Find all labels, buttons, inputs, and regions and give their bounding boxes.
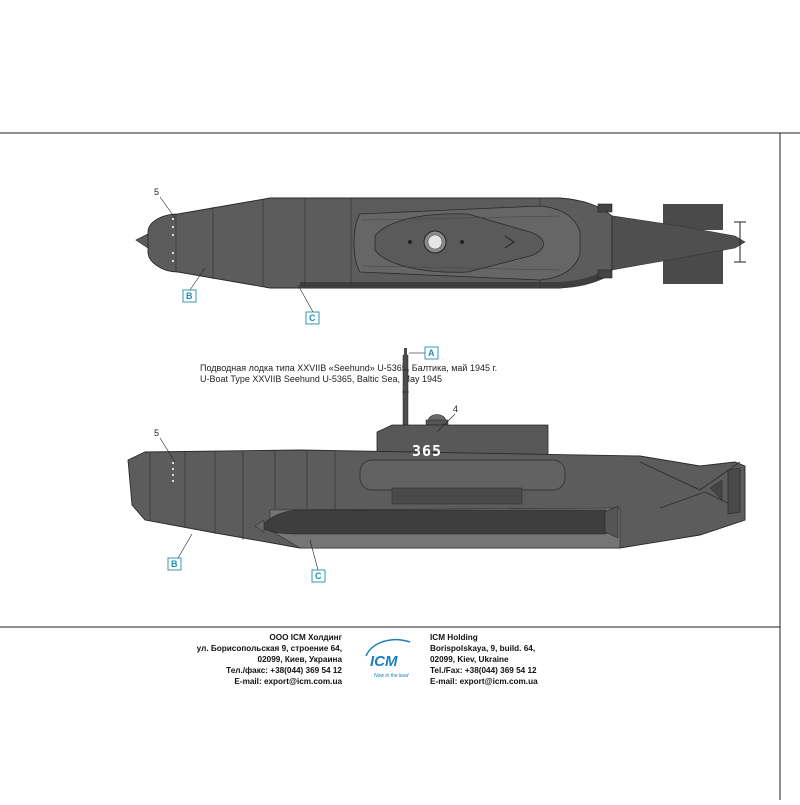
- periscope-mast: [402, 354, 409, 433]
- net-cutter-icon: [504, 235, 515, 249]
- submarine-side-view: 365 5 4 A B C: [127, 346, 746, 583]
- torpedo-line: [361, 215, 561, 221]
- label-c-top: C: [309, 313, 316, 323]
- leader-line: [189, 267, 206, 291]
- icm-logo: ICM Now in the lead: [365, 638, 411, 679]
- label-b-top: B: [186, 291, 193, 301]
- logo-swoosh-icon: [365, 638, 411, 657]
- footer-left-address: ООО ICM Холдинг ул. Борисопольская 9, ст…: [197, 633, 343, 686]
- bow-tip: [135, 233, 149, 249]
- footer-left-line1: ООО ICM Холдинг: [269, 633, 342, 642]
- leader-line: [159, 196, 176, 219]
- callout-5-top: 5: [154, 187, 159, 197]
- keel-strip-top: [300, 270, 605, 288]
- panel-lines-side: [149, 450, 336, 540]
- label-a: A: [428, 348, 435, 358]
- rudder-post-icon: [734, 221, 746, 263]
- logo-tagline: Now in the lead: [374, 673, 409, 679]
- footer-left-line5: E-mail: export@icm.com.ua: [234, 677, 342, 686]
- leader-line: [436, 413, 456, 433]
- hatch-inner-icon: [427, 234, 443, 250]
- torpedo-prop-icon: [604, 505, 619, 539]
- deck-fitting-icon: [460, 240, 464, 244]
- footer-left-line2: ул. Борисопольская 9, строение 64,: [197, 644, 342, 653]
- hull-number: 365: [412, 442, 442, 460]
- footer-right-address: ICM Holding Borispolskaya, 9, build. 64,…: [430, 633, 538, 686]
- tail-frame: [639, 461, 741, 491]
- propeller-icon: [709, 479, 723, 501]
- hydroplane-icon: [597, 203, 613, 279]
- leader-line: [297, 284, 314, 313]
- logo-brand: ICM: [370, 653, 398, 670]
- label-c-box-top: [305, 311, 320, 325]
- torpedo-nose-icon: [254, 519, 265, 533]
- footer-right-line2: Borispolskaya, 9, build. 64,: [430, 644, 535, 653]
- caption-ru: Подводная лодка типа XXVIIB «Seehund» U-…: [200, 363, 497, 373]
- footer-right-line3: 02099, Kiev, Ukraine: [430, 655, 509, 664]
- footer-left-line4: Тел./факс: +38(044) 369 54 12: [226, 666, 342, 675]
- rudder-icon: [727, 467, 741, 515]
- label-b-box-top: [182, 289, 197, 303]
- draft-marks-top: [172, 218, 174, 262]
- submarine-top-view: 5 B C: [135, 187, 746, 325]
- footer-right-line4: Tel./Fax: +38(044) 369 54 12: [430, 666, 537, 675]
- label-c-box-side: [311, 569, 326, 583]
- caption-en: U-Boat Type XXVIIB Seehund U-5365, Balti…: [200, 374, 442, 384]
- callout-5-side: 5: [154, 428, 159, 438]
- leader-line: [159, 437, 176, 463]
- tank-window: [391, 487, 523, 505]
- deck-fitting-icon: [408, 240, 412, 244]
- footer-left-line3: 02099, Киев, Украина: [258, 655, 343, 664]
- torpedo-side: [261, 509, 613, 535]
- torpedo-line: [361, 265, 561, 271]
- label-b-side: B: [171, 559, 178, 569]
- label-b-box-side: [167, 557, 182, 571]
- callout-4-side: 4: [453, 404, 458, 414]
- periscope-head: [404, 348, 407, 356]
- label-a-box: [424, 346, 439, 360]
- tail-frame: [659, 491, 739, 509]
- footer-right-line1: ICM Holding: [430, 633, 478, 642]
- footer-right-line5: E-mail: export@icm.com.ua: [430, 677, 538, 686]
- leader-line: [177, 533, 193, 559]
- label-c-side: C: [315, 571, 322, 581]
- leader-line: [309, 539, 319, 571]
- draft-marks-side: [172, 462, 174, 482]
- saddle-tank-side: [359, 459, 566, 491]
